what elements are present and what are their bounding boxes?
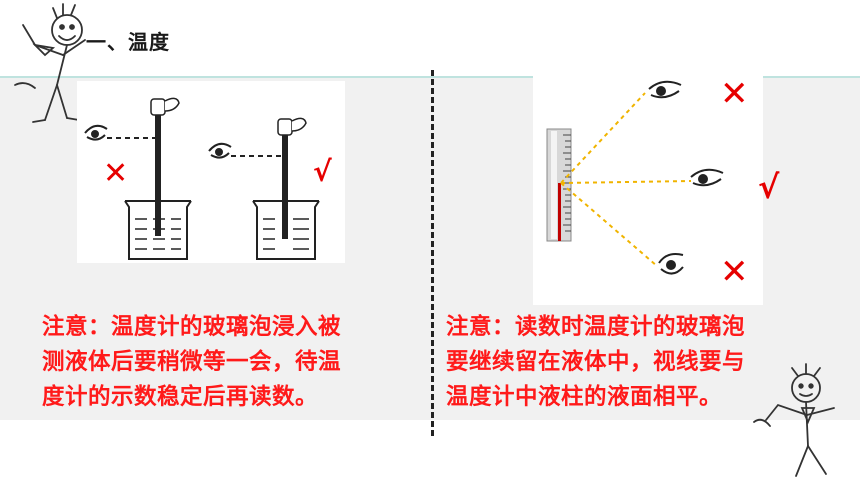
left-note-line: 注意：温度计的玻璃泡浸入被 <box>42 314 342 340</box>
right-note-line: 温度计中液柱的液面相平。 <box>446 384 723 410</box>
left-note: 注意：温度计的玻璃泡浸入被 测液体后要稍微等一会，待温 度计的示数稳定后再读数。 <box>42 310 341 415</box>
sight-line-high <box>560 92 646 184</box>
eye-icon <box>658 253 684 275</box>
left-note-line: 测液体后要稍微等一会，待温 <box>42 349 342 375</box>
eye-icon <box>648 80 682 99</box>
eye-icon <box>208 142 232 159</box>
eye-icon <box>84 124 108 141</box>
stick-figure-top-left <box>14 3 86 123</box>
eye-icon <box>690 168 724 187</box>
stick-figure-bottom-right <box>753 363 835 477</box>
section-title: 一、温度 <box>86 30 170 54</box>
beaker <box>252 200 320 260</box>
wrong-mark: ✕ <box>103 156 128 191</box>
right-mark: √ <box>313 155 332 188</box>
right-note: 注意：读数时温度计的玻璃泡 要继续留在液体中，视线要与 温度计中液柱的液面相平。 <box>446 310 745 415</box>
thermometer-immersion-diagram: ✕ √ <box>84 97 332 260</box>
thermometer <box>282 121 288 239</box>
mercury-column <box>558 183 561 241</box>
thermometer-reading-diagram <box>546 80 724 275</box>
beaker <box>124 200 192 260</box>
top-rule <box>0 76 860 78</box>
wrong-mark: ✕ <box>720 74 749 114</box>
wrong-mark: ✕ <box>720 252 749 292</box>
sight-line-level <box>560 180 692 184</box>
left-diagram: ✕ √ <box>77 81 345 263</box>
left-note-line: 度计的示数稳定后再读数。 <box>42 384 319 410</box>
right-mark: √ <box>758 168 780 206</box>
right-note-line: 要继续留在液体中，视线要与 <box>446 349 746 375</box>
right-note-line: 注意：读数时温度计的玻璃泡 <box>446 314 746 340</box>
dashed-divider <box>431 70 434 436</box>
sight-line-low <box>560 182 658 267</box>
thermometer <box>155 101 161 236</box>
right-diagram <box>533 71 763 305</box>
